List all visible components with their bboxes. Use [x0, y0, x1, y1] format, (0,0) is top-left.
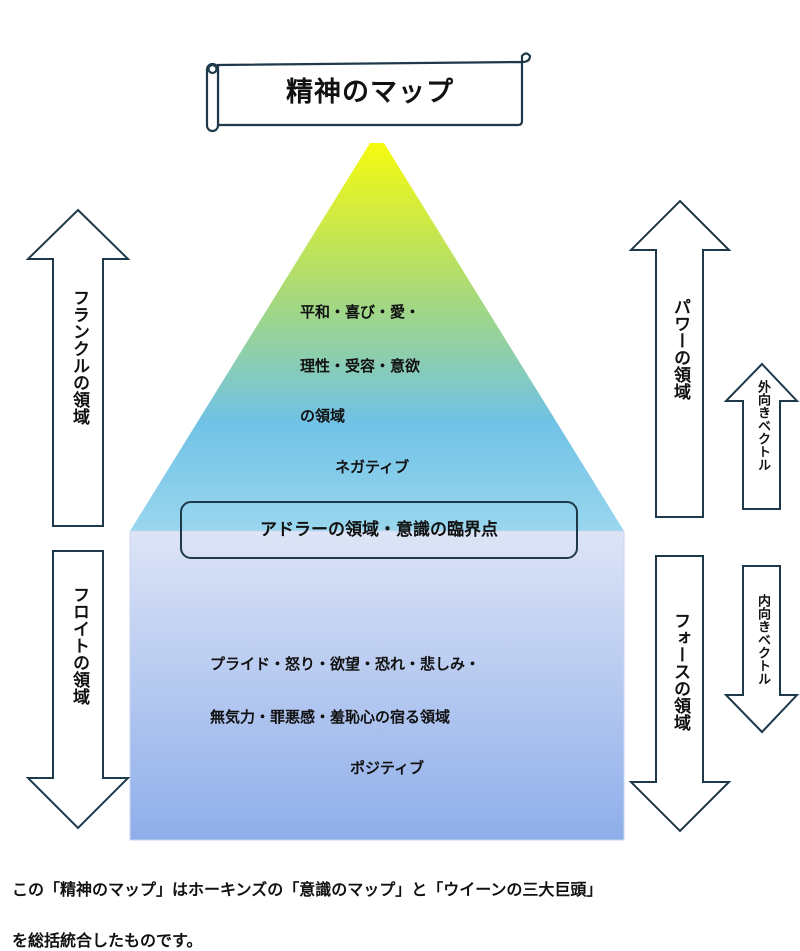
frankl-region-label: フランクルの領域 — [69, 289, 89, 425]
lower-region-line-2: 無気力・罪悪感・羞恥心の宿る領域 — [210, 708, 451, 726]
upper-region-line-3: の領域 — [300, 407, 346, 425]
upper-region-label: ネガティブ — [335, 458, 410, 476]
threshold-label: アドラーの領域・意識の臨界点 — [260, 520, 498, 540]
diagram-title: 精神のマップ — [286, 77, 454, 108]
inward-vector-label: 内向きベクトル — [755, 594, 770, 685]
frankl-up-arrow — [25, 208, 131, 527]
force-region-label: フォースの領域 — [670, 612, 690, 731]
outward-vector-label: 外向きベクトル — [755, 380, 770, 471]
power-up-arrow — [628, 199, 732, 518]
lower-region-line-1: プライド・怒り・欲望・恐れ・悲しみ・ — [210, 655, 481, 673]
freud-down-arrow — [25, 550, 131, 830]
force-down-arrow — [628, 555, 732, 833]
inward-vector-down-arrow — [723, 565, 800, 734]
footer-line-2: を総括統合したものです。 — [12, 931, 203, 950]
upper-region-line-2: 理性・受容・意欲 — [300, 357, 421, 375]
threshold-box — [180, 501, 578, 559]
upper-region-line-1: 平和・喜び・愛・ — [300, 303, 421, 321]
pyramid-upper-triangle — [130, 143, 624, 531]
pyramid-lower-rectangle — [129, 530, 625, 841]
title-scroll-banner — [205, 52, 532, 133]
power-region-label: パワーの領域 — [670, 298, 690, 400]
footer-line-1: この「精神のマップ」はホーキンズの「意識のマップ」と「ウイーンの三大巨頭」 — [12, 880, 603, 899]
freud-region-label: フロイトの領域 — [69, 586, 89, 705]
lower-region-label: ポジティブ — [350, 759, 425, 777]
outward-vector-up-arrow — [723, 362, 800, 510]
